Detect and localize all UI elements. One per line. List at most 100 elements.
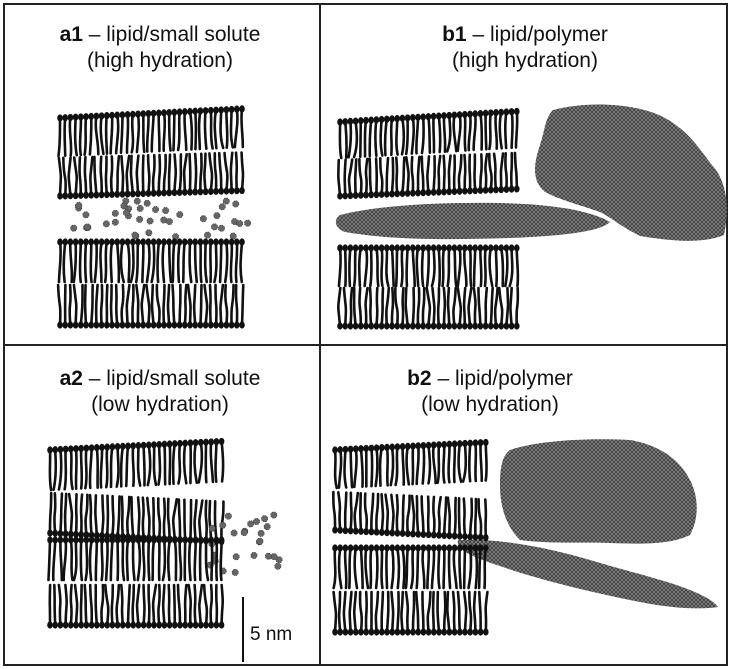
- lipid-tail: [168, 540, 169, 580]
- solute-molecule: [134, 198, 140, 204]
- lipid-tail: [70, 242, 72, 282]
- lipid-head: [498, 322, 504, 329]
- lipid-tail: [101, 116, 104, 154]
- solute-molecule: [230, 233, 236, 239]
- lipid-tail: [418, 157, 419, 193]
- lipid-head: [120, 111, 126, 118]
- lipid-head: [73, 192, 79, 199]
- lipid-tail: [195, 540, 196, 580]
- lipid-head: [110, 443, 116, 450]
- lipid-head: [120, 238, 126, 245]
- lipid-tail: [340, 122, 341, 158]
- lipid-tail: [121, 446, 123, 486]
- lipid-head: [426, 113, 432, 120]
- lipid-tail: [143, 498, 144, 538]
- lipid-head: [478, 110, 484, 117]
- lipid-head: [62, 114, 68, 121]
- lipid-tail: [69, 494, 72, 534]
- scale-bar-label: 5 nm: [250, 624, 292, 646]
- lipid-head: [58, 530, 64, 537]
- lipid-head: [78, 113, 84, 120]
- lipid-head: [410, 322, 416, 329]
- lipid-head: [415, 531, 421, 538]
- lipid-tail: [111, 285, 112, 325]
- lipid-head: [68, 321, 74, 328]
- lipid-head: [374, 244, 380, 251]
- lipid-tail: [136, 285, 138, 325]
- lipid-head: [130, 536, 136, 543]
- solute-molecule: [223, 198, 229, 204]
- lipid-tail: [158, 498, 160, 538]
- lipid-head: [426, 244, 432, 251]
- lipid-head: [156, 441, 162, 448]
- lipid-tail: [65, 585, 66, 625]
- lipid-head: [208, 188, 214, 195]
- solute-molecule: [162, 207, 168, 213]
- lipid-head: [182, 321, 188, 328]
- lipid-head: [83, 321, 89, 328]
- lipid-tail: [438, 288, 439, 326]
- lipid-head: [472, 244, 478, 251]
- lipid-head: [188, 439, 194, 446]
- lipid-tail: [169, 113, 170, 151]
- lipid-head: [94, 621, 100, 628]
- lipid-head: [224, 321, 230, 328]
- lipid-head: [363, 244, 369, 251]
- solute-molecule: [271, 512, 277, 518]
- lipid-head: [219, 438, 225, 445]
- lipid-tail: [204, 154, 205, 192]
- lipid-head: [436, 532, 442, 539]
- lipid-head: [167, 536, 173, 543]
- lipid-head: [234, 187, 240, 194]
- lipid-tail: [459, 155, 461, 191]
- lipid-head: [114, 112, 120, 119]
- lipid-tail: [147, 498, 149, 538]
- lipid-tail: [127, 285, 130, 325]
- lipid-tail: [427, 288, 430, 326]
- lipid-head: [410, 189, 416, 196]
- lipid-tail: [438, 445, 439, 483]
- lipid-tail: [433, 116, 434, 152]
- lipid-tail: [111, 115, 113, 153]
- lipid-tail: [469, 592, 471, 632]
- lipid-tail: [345, 122, 346, 158]
- lipid-tail: [111, 156, 112, 194]
- lipid-head: [436, 188, 442, 195]
- lipid-tail: [189, 540, 190, 580]
- lipid-tail: [387, 447, 388, 485]
- lipid-head: [472, 322, 478, 329]
- lipid-head: [415, 544, 421, 551]
- lipid-tail: [168, 499, 170, 539]
- lipid-head: [99, 238, 105, 245]
- lipid-head: [394, 190, 400, 197]
- lipid-head: [369, 445, 375, 452]
- lipid-tail: [464, 248, 466, 286]
- lipid-head: [348, 322, 354, 329]
- lipid-tail: [396, 447, 398, 485]
- lipid-tail: [153, 155, 154, 193]
- lipid-tail: [117, 156, 119, 194]
- lipid-head: [447, 628, 453, 635]
- lipid-tail: [65, 494, 66, 534]
- lipid-tail: [517, 248, 518, 286]
- lipid-head: [358, 628, 364, 635]
- lipid-tail: [149, 585, 150, 625]
- lipid-tail: [407, 496, 409, 534]
- lipid-head: [504, 244, 510, 251]
- lipid-tail: [59, 158, 61, 196]
- lipid-head: [125, 238, 131, 245]
- lipid-tail: [417, 248, 418, 286]
- lipid-head: [400, 322, 406, 329]
- lipid-tail: [345, 449, 347, 487]
- solute-molecule: [211, 224, 217, 230]
- lipid-head: [83, 113, 89, 120]
- solute-molecule: [233, 554, 239, 560]
- lipid-head: [198, 238, 204, 245]
- lipid-head: [104, 621, 110, 628]
- lipid-head: [343, 527, 349, 534]
- lipid-tail: [406, 157, 408, 193]
- solute-molecule: [84, 224, 90, 230]
- lipid-tail: [152, 285, 154, 325]
- lipid-head: [104, 444, 110, 451]
- lipid-head: [47, 536, 53, 543]
